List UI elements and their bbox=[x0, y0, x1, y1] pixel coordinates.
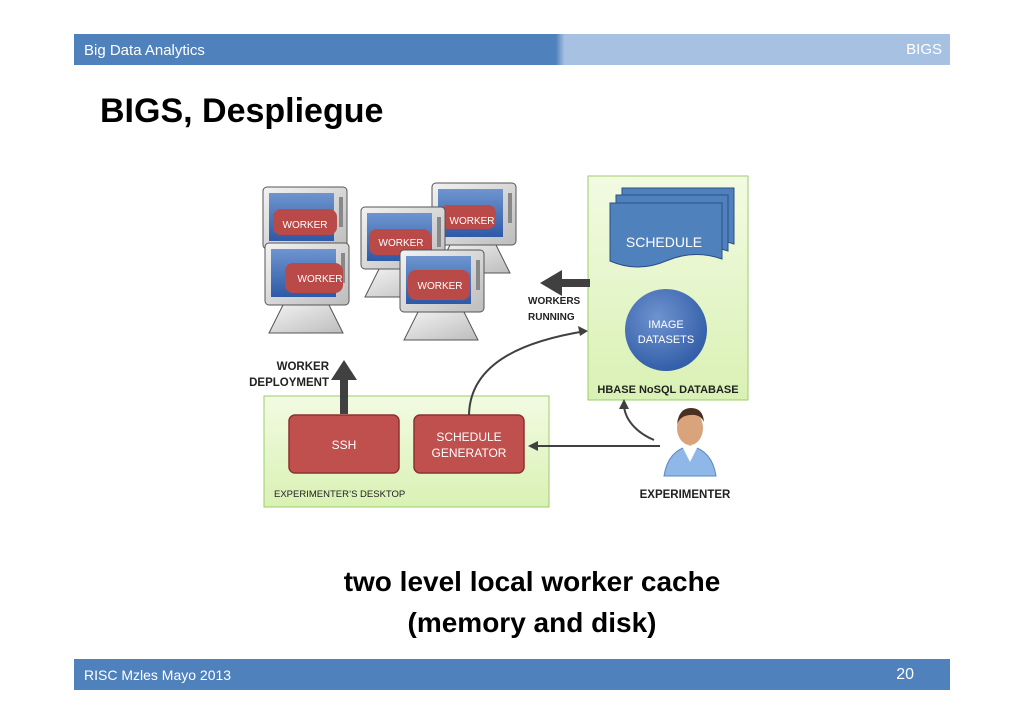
worker-deployment-arrow bbox=[331, 360, 357, 414]
ssh-label: SSH bbox=[332, 438, 357, 452]
schedule-document-icon bbox=[609, 187, 735, 268]
header-topic: BIGS bbox=[906, 41, 942, 58]
worker-deployment-label-1: WORKER bbox=[277, 361, 330, 373]
image-datasets-disk bbox=[625, 289, 707, 371]
ssh-box bbox=[288, 414, 400, 474]
image-datasets-label-2: DATASETS bbox=[638, 334, 694, 346]
experimenter-person-icon bbox=[663, 408, 717, 477]
schedule-label: SCHEDULE bbox=[626, 234, 702, 250]
caption-line-1: two level local worker cache bbox=[343, 566, 721, 597]
worker-label-1: WORKER bbox=[450, 216, 495, 227]
worker-label-5: WORKER bbox=[418, 281, 463, 292]
image-datasets-label-1: IMAGE bbox=[648, 319, 683, 331]
experimenter-desktop-label: EXPERIMENTER’S DESKTOP bbox=[274, 489, 405, 500]
page-number: 20 bbox=[896, 666, 914, 683]
footer-event-label: RISC Mzles Mayo 2013 bbox=[84, 667, 232, 683]
experimenter-label: EXPERIMENTER bbox=[640, 489, 731, 501]
worker-computer-4 bbox=[264, 242, 350, 334]
footer-bar: RISC Mzles Mayo 2013 20 bbox=[74, 659, 950, 690]
caption-line-2: (memory and disk) bbox=[407, 607, 657, 638]
workers-running-label-1: WORKERS bbox=[528, 296, 581, 307]
worker-computer-5 bbox=[399, 249, 485, 341]
workers-running-arrow bbox=[540, 270, 590, 296]
workers-running-label-2: RUNNING bbox=[528, 312, 575, 323]
schedule-generator-label-1: SCHEDULE bbox=[436, 430, 501, 444]
worker-label-3: WORKER bbox=[379, 238, 424, 249]
worker-label-4: WORKER bbox=[298, 274, 343, 285]
worker-label-2: WORKER bbox=[283, 220, 328, 231]
header-bar: Big Data Analytics BIGS bbox=[74, 34, 950, 65]
schedule-generator-label-2: GENERATOR bbox=[432, 446, 507, 460]
hbase-label: HBASE NoSQL DATABASE bbox=[597, 384, 738, 396]
header-course-title: Big Data Analytics bbox=[84, 42, 205, 59]
schedule-generator-box bbox=[413, 414, 525, 474]
experimenter-to-database-arrow bbox=[623, 403, 655, 441]
slide-title: BIGS, Despliegue bbox=[100, 92, 384, 130]
worker-deployment-label-2: DEPLOYMENT bbox=[249, 377, 329, 389]
generator-to-database-arrow bbox=[468, 330, 587, 416]
